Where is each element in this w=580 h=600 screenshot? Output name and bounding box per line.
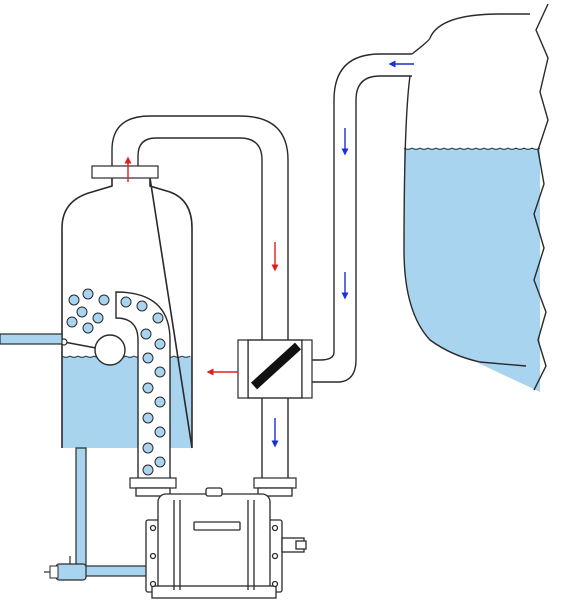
pump-shaft-key (295, 540, 307, 550)
tank-shell (61, 177, 193, 449)
reservoir-rock-edge (533, 3, 549, 391)
pump-casing (157, 493, 271, 597)
reservoir-water-surface (403, 147, 541, 150)
valve-flange-left (237, 339, 249, 399)
reservoir (400, 3, 549, 392)
flow-arrows (124, 60, 414, 448)
reservoir-outer-wall (403, 75, 527, 367)
valve-outlet-flange (253, 477, 297, 489)
pump-inlet-neck-right (257, 487, 293, 497)
neck-flange (91, 165, 159, 179)
valve-flange-right (301, 339, 313, 399)
tank-bubbles (66, 288, 110, 334)
suction-pipe (300, 53, 412, 383)
drain-line (44, 447, 159, 581)
side-inlet-pipe (0, 333, 63, 345)
air-pipe (91, 115, 289, 340)
pump-inlet-neck-left (135, 487, 171, 497)
tank-outlet-flange (129, 477, 177, 489)
reservoir-wall (411, 13, 530, 55)
tank-water (62, 356, 192, 448)
float-arm (63, 341, 97, 349)
reservoir-water (400, 148, 540, 392)
drain-valve (44, 556, 87, 581)
valve-disc (250, 342, 302, 390)
pump-foot (151, 585, 277, 599)
pump-bolts (149, 524, 279, 588)
pump-nameplate (193, 521, 241, 531)
check-valve (237, 339, 313, 489)
pump-ribs (173, 500, 255, 590)
float-ball (94, 334, 126, 366)
vacuum-pump (135, 487, 307, 599)
pump-lifting-lug (205, 487, 223, 497)
vacuum-tank (60, 177, 193, 489)
pipe-bubbles (120, 296, 166, 476)
